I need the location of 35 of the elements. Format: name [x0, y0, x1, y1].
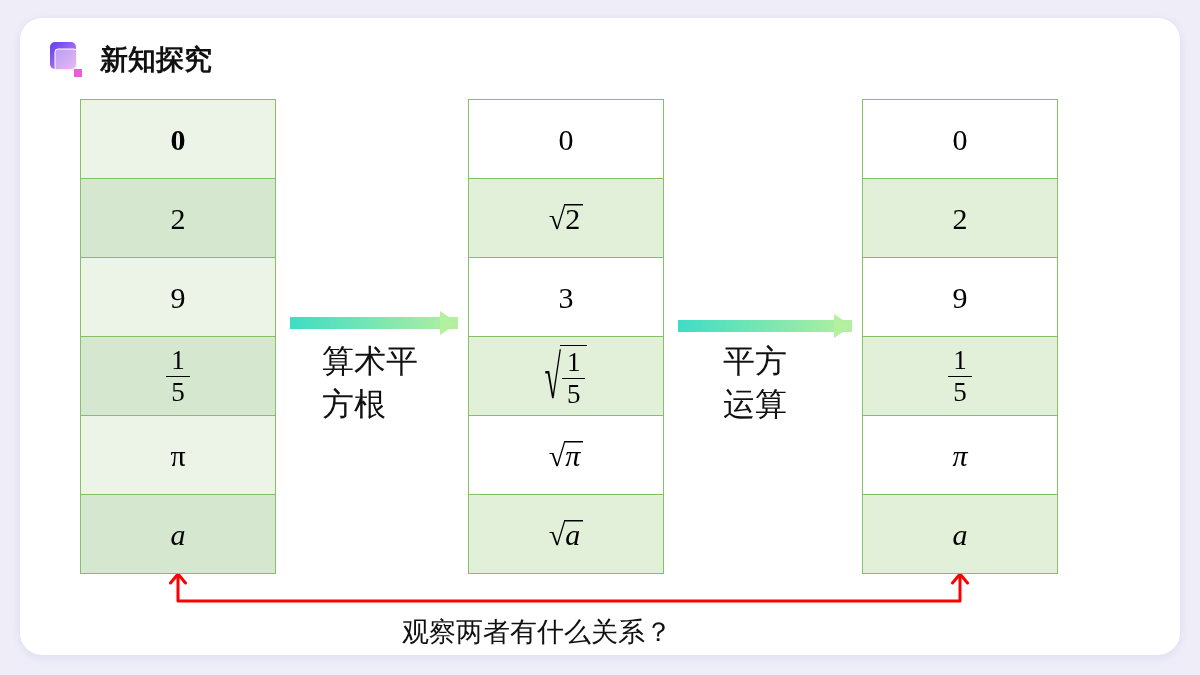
math-value: π [952, 438, 968, 472]
section-title: 新知探究 [100, 42, 212, 78]
thick-arrow [678, 314, 852, 338]
math-value: a [952, 517, 968, 551]
math-value: 0 [170, 122, 186, 156]
table-cell [81, 494, 275, 573]
fraction: 1 5 [560, 344, 588, 408]
table-cell [81, 178, 275, 257]
table-column [80, 99, 276, 574]
math-value: a [170, 517, 186, 551]
math-value: 0 [952, 122, 968, 156]
table-cell [469, 178, 663, 257]
table-cell [863, 336, 1057, 415]
math-value: 2 [952, 201, 968, 235]
math-value: 2 [170, 201, 186, 235]
radical-sign: √ [544, 346, 561, 408]
table-cell [81, 257, 275, 336]
fraction: 1 5 [166, 346, 190, 406]
table-cell [863, 494, 1057, 573]
table-cell [81, 100, 275, 178]
table-cell [81, 415, 275, 494]
fraction: 1 5 [948, 346, 972, 406]
table-cell [863, 178, 1057, 257]
table-column [862, 99, 1058, 574]
math-value: 3 [558, 280, 574, 314]
table-cell [469, 494, 663, 573]
math-value: π [170, 438, 186, 472]
table-cell [469, 336, 663, 415]
math-value: 9 [170, 280, 186, 314]
table-cell [81, 336, 275, 415]
table-column [468, 99, 664, 574]
math-value: 0 [558, 122, 574, 156]
thick-arrow [290, 311, 458, 335]
math-value: 9 [952, 280, 968, 314]
double-headed-arrow [169, 572, 969, 603]
